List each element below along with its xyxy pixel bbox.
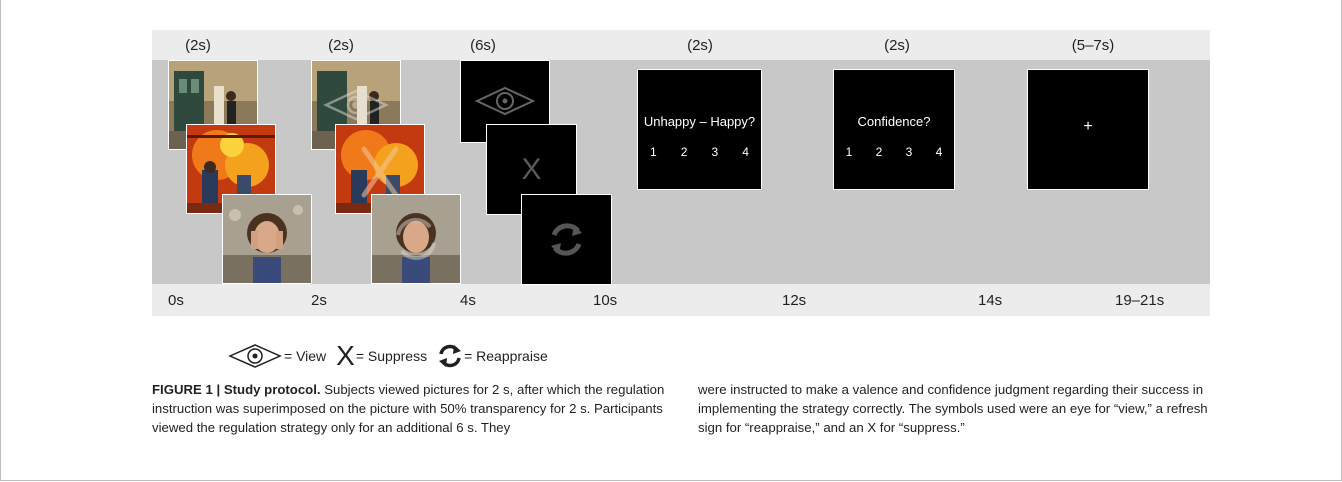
duration-label: (5–7s)	[1071, 37, 1115, 54]
scale-value: 2	[875, 145, 883, 159]
valence-rating-screen: Unhappy – Happy? 1 2 3 4	[637, 69, 762, 190]
x-icon: X	[336, 340, 355, 371]
scale-value: 4	[742, 145, 749, 159]
scale-value: 1	[845, 145, 853, 159]
timeline-band	[152, 284, 1210, 316]
confidence-scale: 1 2 3 4	[834, 145, 954, 159]
legend-reappraise: = Reappraise	[437, 343, 548, 369]
duration-label: (2s)	[687, 37, 713, 54]
valence-question: Unhappy – Happy?	[643, 114, 756, 129]
time-tick: 19–21s	[1115, 292, 1165, 309]
duration-label: (2s)	[185, 37, 211, 54]
refresh-icon	[551, 223, 582, 256]
crying-woman-photo	[222, 194, 312, 284]
eye-icon	[228, 344, 282, 368]
confidence-question: Confidence?	[857, 114, 931, 129]
figure-label: FIGURE 1 | Study protocol.	[152, 382, 321, 397]
valence-scale: 1 2 3 4	[638, 145, 761, 159]
legend-suppress: X = Suppress	[336, 340, 428, 371]
confidence-rating-screen: Confidence? 1 2 3 4	[833, 69, 955, 190]
scale-value: 1	[650, 145, 657, 159]
fixation-cross: +	[1083, 118, 1093, 135]
fixation-screen: +	[1027, 69, 1149, 190]
figure-caption-left: FIGURE 1 | Study protocol. Subjects view…	[152, 380, 707, 437]
time-tick: 10s	[593, 292, 618, 309]
time-tick: 0s	[168, 292, 184, 309]
duration-label: (6s)	[470, 37, 496, 54]
time-tick: 14s	[978, 292, 1003, 309]
scale-value: 3	[711, 145, 719, 159]
figure-caption-right: were instructed to make a valence and co…	[698, 380, 1220, 437]
scale-value: 3	[905, 145, 913, 159]
refresh-icon	[439, 344, 462, 368]
duration-label: (2s)	[328, 37, 354, 54]
duration-label: (2s)	[884, 37, 910, 54]
time-tick: 12s	[782, 292, 807, 309]
scale-value: 4	[935, 145, 943, 159]
caption-text-left: Subjects viewed pictures for 2 s, after …	[152, 382, 665, 435]
x-icon: X	[521, 153, 542, 186]
caption-text-right: were instructed to make a valence and co…	[698, 382, 1208, 435]
legend-view-label: = View	[284, 348, 327, 364]
protocol-figure: (2s) (2s) (6s) (2s) (2s) (5–7s)	[152, 30, 1210, 316]
reappraise-instruction-screen	[521, 194, 612, 285]
eye-icon	[474, 86, 536, 116]
time-tick: 4s	[460, 292, 476, 309]
symbol-legend: = View X = Suppress = Reappraise	[228, 341, 558, 371]
legend-reappraise-label: = Reappraise	[464, 348, 548, 364]
legend-suppress-label: = Suppress	[355, 348, 428, 364]
legend-view: = View	[228, 343, 326, 369]
crying-woman-photo-overlay	[371, 194, 461, 284]
scale-value: 2	[680, 145, 688, 159]
time-tick: 2s	[311, 292, 327, 309]
duration-band	[152, 30, 1210, 60]
